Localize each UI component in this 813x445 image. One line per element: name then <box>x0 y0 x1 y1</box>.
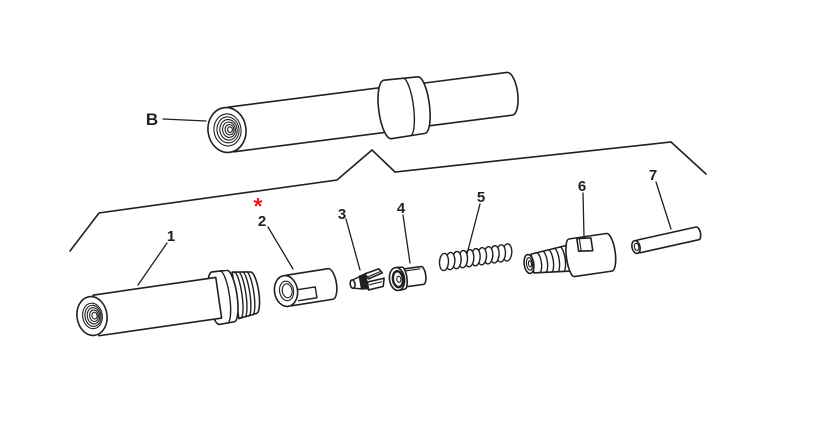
part-label-7: 7 <box>649 167 657 184</box>
part-6-stub-face-center <box>527 260 533 268</box>
part-7-hole <box>633 242 640 251</box>
part-1-drawing <box>76 269 261 337</box>
part-7-body <box>636 226 702 254</box>
part-7-drawing <box>631 226 702 255</box>
part-3-lower-prong <box>366 277 385 291</box>
part-3-drawing <box>349 268 385 291</box>
callout-leader-b <box>162 118 207 122</box>
part-2-drawing <box>273 267 338 308</box>
part-1-hex-facet <box>219 270 232 324</box>
assembled-bore-threads <box>216 116 240 144</box>
part-label-3: 3 <box>338 206 346 223</box>
callout-leader-2 <box>267 226 294 270</box>
part-3-lower-prong-edge <box>369 281 383 286</box>
divider-bracket <box>69 141 707 252</box>
part-4-drawing <box>388 265 427 292</box>
assembled-tool-drawing <box>207 71 519 154</box>
part-4-body-step-line <box>403 268 421 272</box>
callout-leader-7 <box>655 181 672 230</box>
part-6-window-depth-line <box>578 238 582 252</box>
assembled-right-body <box>421 71 519 127</box>
part-4-center-hole <box>396 275 402 283</box>
part-2-keyway-tab <box>295 286 318 302</box>
part-label-4: 4 <box>397 200 406 217</box>
part-1-bore-threads <box>84 304 102 327</box>
footnote-asterisk: * <box>254 193 263 219</box>
callout-leader-5 <box>466 203 481 255</box>
callout-leader-1 <box>137 242 168 286</box>
part-6-drawing <box>523 232 617 278</box>
part-2-bore-inner <box>281 283 293 299</box>
part-6-thread-ridges <box>535 246 567 274</box>
part-label-5: 5 <box>477 189 485 206</box>
assembled-left-body <box>227 85 396 153</box>
part-1-thread-ridges <box>233 271 256 319</box>
part-3-stub-face <box>349 279 356 290</box>
part-4-face-rim <box>391 270 405 289</box>
part-5-drawing <box>438 243 513 272</box>
part-label-6: 6 <box>578 178 586 195</box>
part-label-1: 1 <box>167 228 175 245</box>
part-3-upper-prong-edge <box>367 271 381 278</box>
assembled-hex-nut <box>377 76 431 140</box>
assembled-label: B <box>146 110 158 129</box>
spring-coil <box>438 252 450 272</box>
part-label-2: 2 <box>258 213 266 230</box>
callout-leader-3 <box>345 218 361 271</box>
callout-leader-4 <box>402 214 411 264</box>
callout-leader-6 <box>582 192 585 238</box>
part-1-body <box>92 276 223 337</box>
